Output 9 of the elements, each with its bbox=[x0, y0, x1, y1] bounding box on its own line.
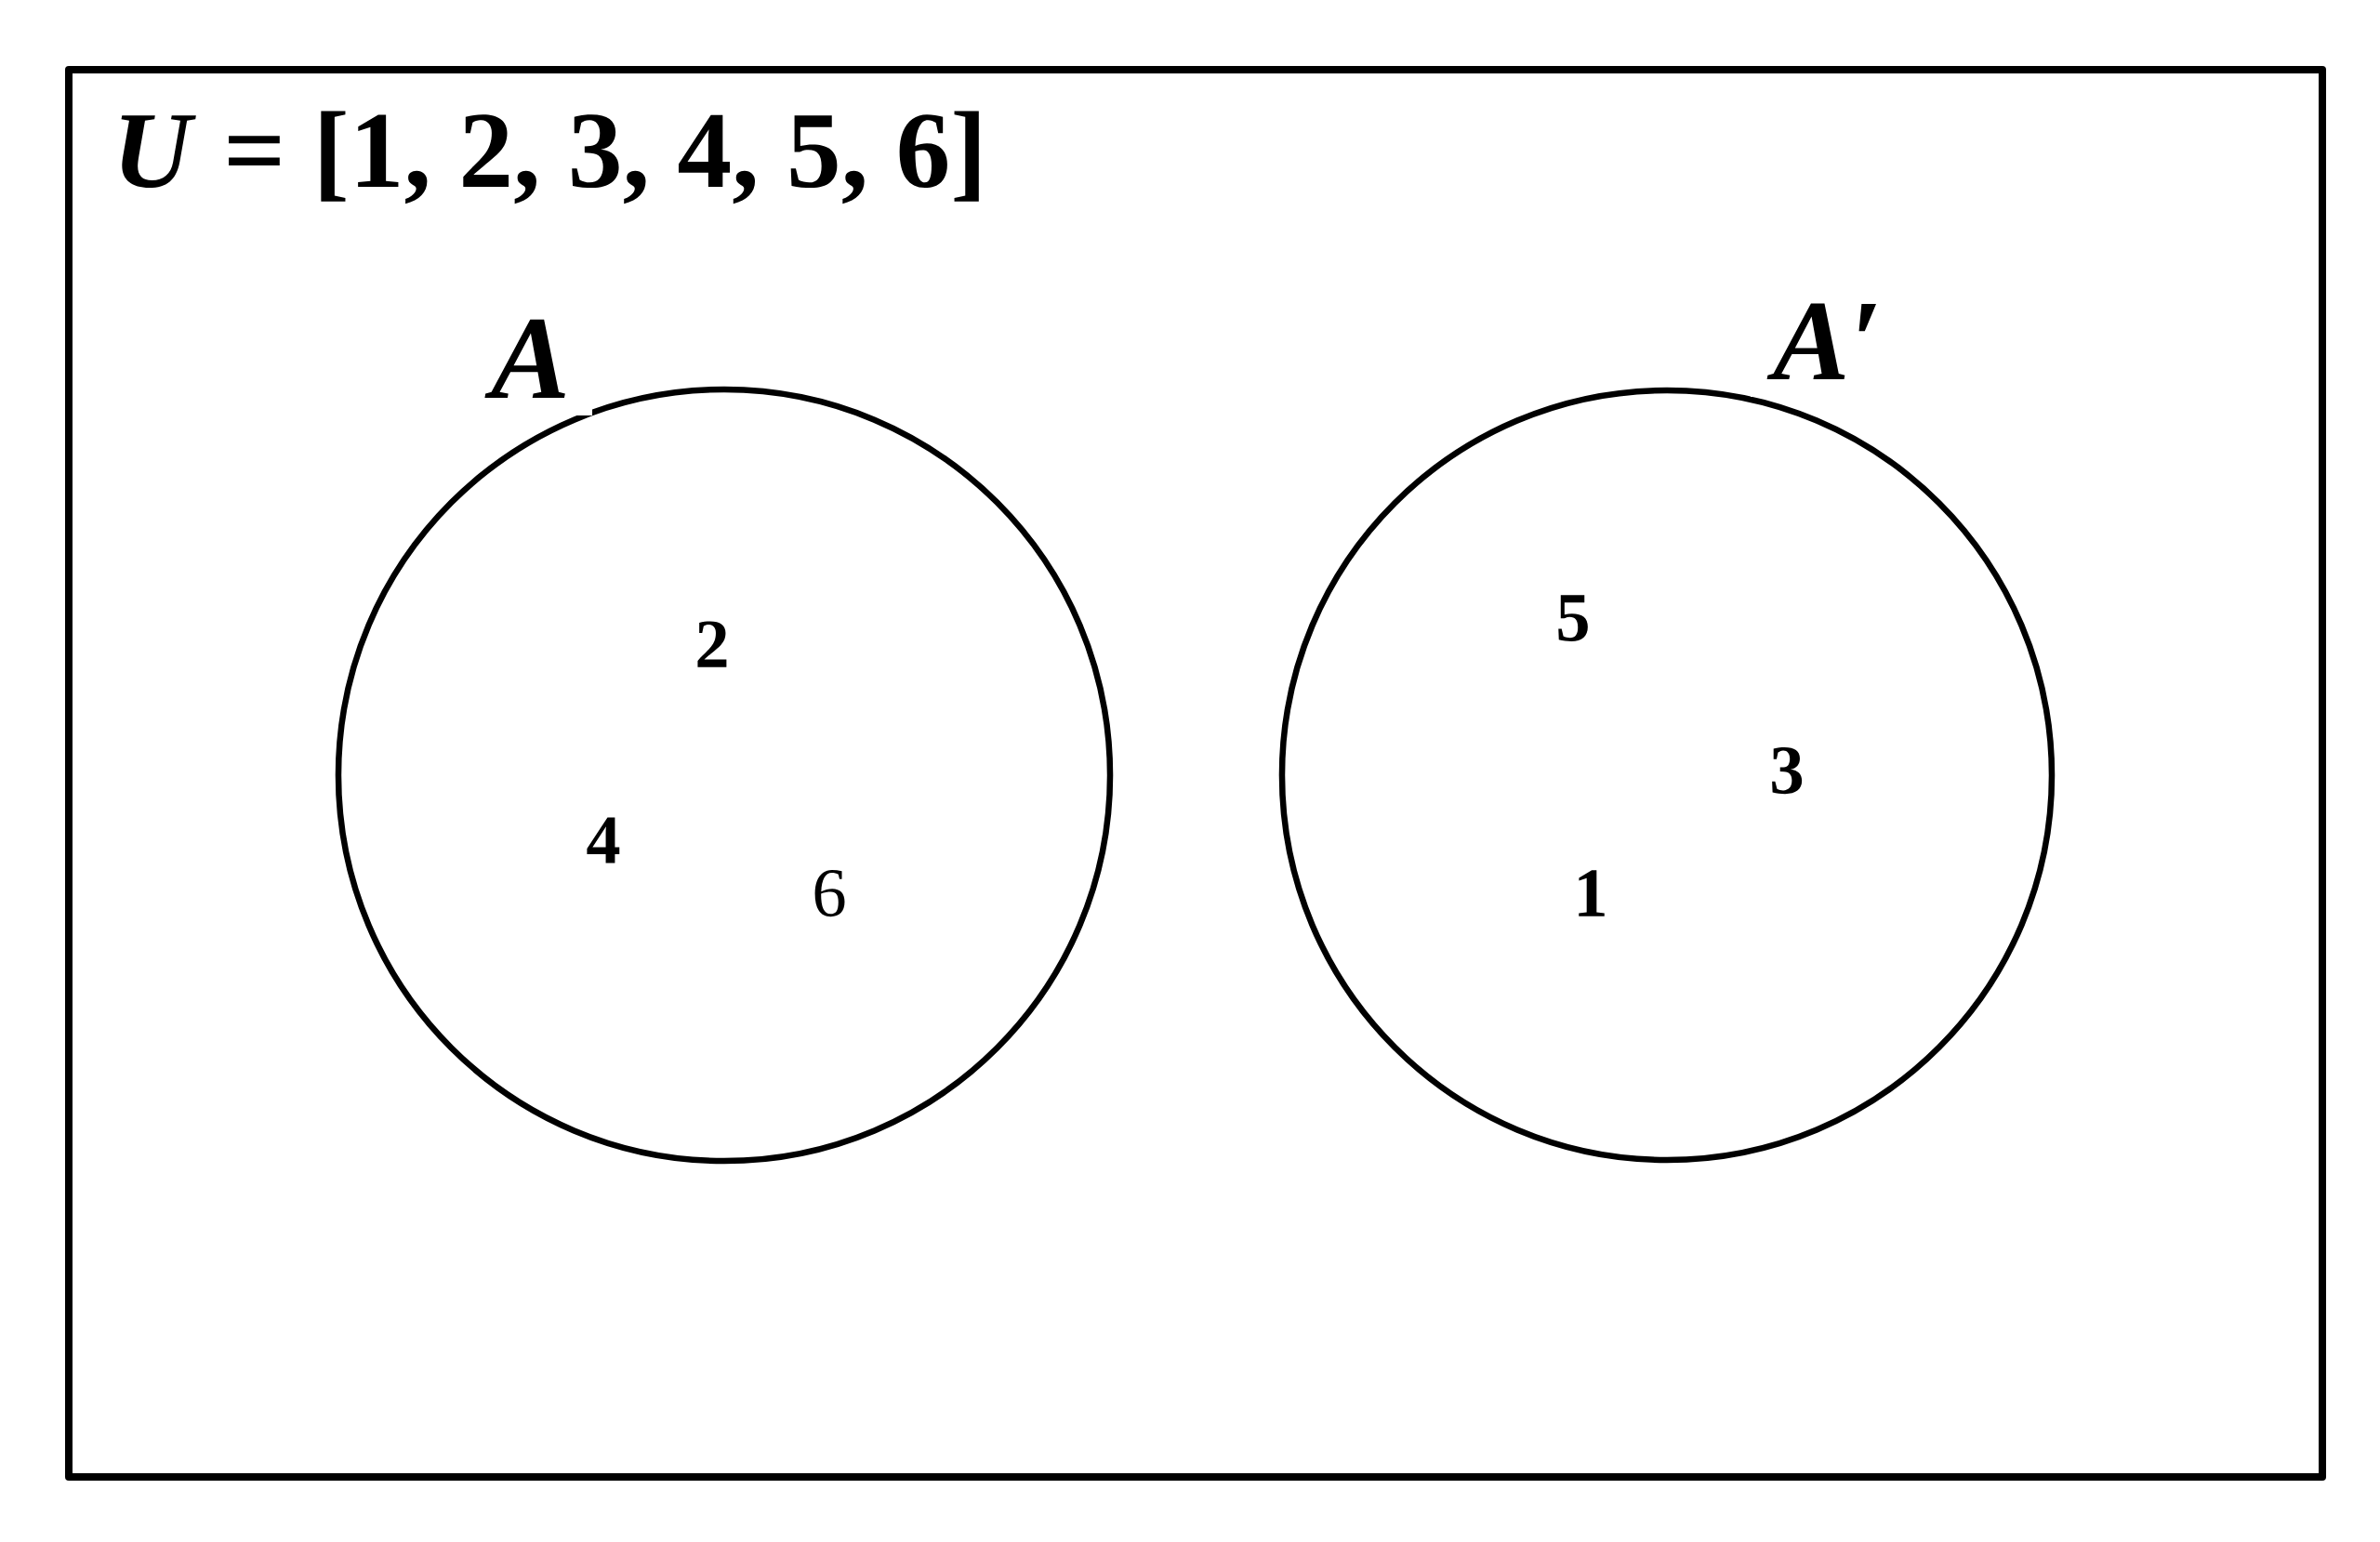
element-number: 4 bbox=[587, 817, 620, 863]
element-number: 2 bbox=[697, 621, 727, 667]
element-number: 6 bbox=[814, 870, 845, 917]
element-number: 3 bbox=[1772, 747, 1803, 795]
set-label: A bbox=[469, 301, 593, 416]
element-number: 5 bbox=[1558, 595, 1588, 641]
set-label: A′ bbox=[1751, 285, 1905, 398]
universe-heading: U = [1, 2, 3, 4, 5, 6] bbox=[121, 111, 979, 204]
element-number: 1 bbox=[1579, 870, 1605, 916]
